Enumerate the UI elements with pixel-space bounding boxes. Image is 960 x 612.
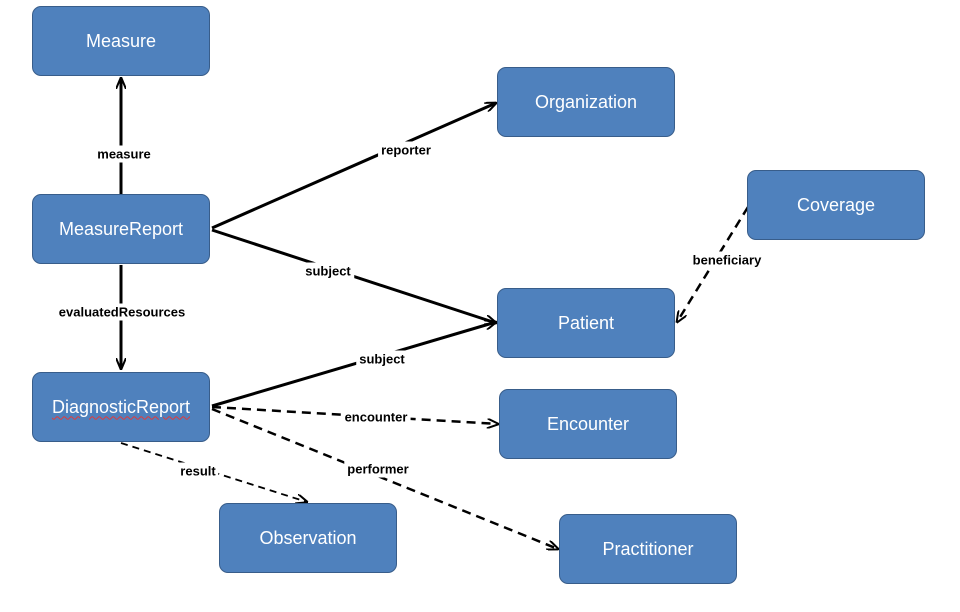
node-practitioner-label: Practitioner: [602, 538, 694, 559]
edge-label-reporter: reporter: [378, 141, 434, 159]
node-patient[interactable]: Patient: [497, 288, 675, 358]
edge-label-measure: measure: [94, 145, 154, 163]
edge-reporter-line: [211, 103, 496, 230]
node-measure-report-label: MeasureReport: [58, 218, 184, 239]
edge-label-result: result: [177, 462, 219, 480]
node-measure[interactable]: Measure: [32, 6, 210, 76]
edge-label-subject-report: subject: [302, 262, 354, 280]
node-practitioner[interactable]: Practitioner: [559, 514, 737, 584]
edge-subject-diagnostic-line: [211, 322, 496, 408]
edge-label-evaluated-resources: evaluatedResources: [55, 303, 189, 321]
node-measure-label: Measure: [85, 30, 157, 51]
node-encounter-label: Encounter: [546, 413, 630, 434]
edge-performer-line: [211, 407, 558, 549]
edge-label-beneficiary: beneficiary: [689, 251, 765, 269]
node-encounter[interactable]: Encounter: [499, 389, 677, 459]
node-measure-report[interactable]: MeasureReport: [32, 194, 210, 264]
node-observation[interactable]: Observation: [219, 503, 397, 573]
edge-label-subject-diagnostic: subject: [356, 350, 408, 368]
node-diagnostic-report[interactable]: DiagnosticReport: [32, 372, 210, 442]
edge-label-encounter: encounter: [341, 408, 411, 426]
node-coverage-label: Coverage: [796, 194, 876, 215]
edge-subject-report-line: [211, 228, 496, 323]
node-patient-label: Patient: [557, 312, 615, 333]
node-diagnostic-report-label: DiagnosticReport: [51, 396, 191, 417]
node-observation-label: Observation: [259, 527, 357, 548]
node-organization[interactable]: Organization: [497, 67, 675, 137]
edge-label-performer: performer: [344, 460, 412, 478]
node-coverage[interactable]: Coverage: [747, 170, 925, 240]
node-organization-label: Organization: [534, 91, 638, 112]
